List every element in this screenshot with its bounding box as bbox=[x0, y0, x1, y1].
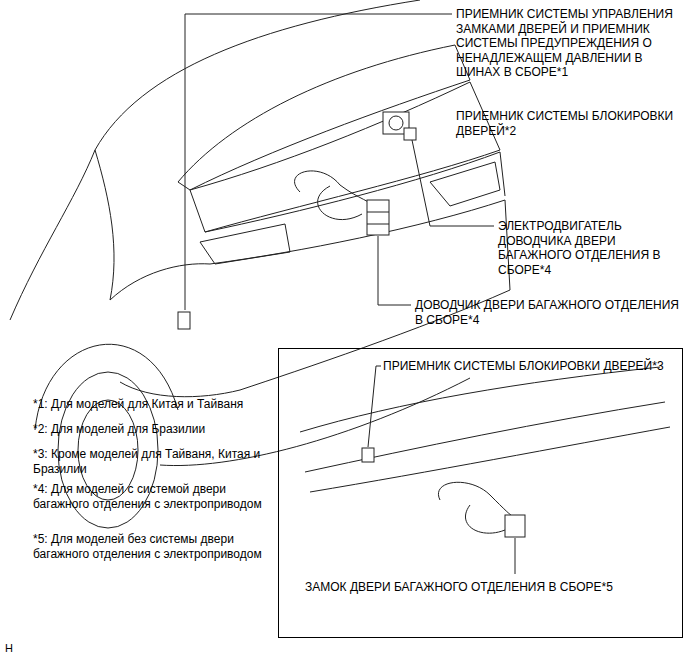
footnote: *4: Для моделей с системой двери багажно… bbox=[33, 482, 273, 511]
receiver-part bbox=[362, 448, 374, 462]
rear-window bbox=[178, 45, 470, 190]
cable bbox=[318, 186, 362, 220]
tail-light bbox=[430, 162, 500, 206]
footnote: *1: Для моделей для Китая и Тайваня bbox=[33, 397, 273, 412]
part-label: ДОВОДЧИК ДВЕРИ БАГАЖНОГО ОТДЕЛЕНИЯ В СБО… bbox=[415, 298, 683, 327]
part-label: ЗАМОК ДВЕРИ БАГАЖНОГО ОТДЕЛЕНИЯ В СБОРЕ*… bbox=[305, 580, 677, 595]
part-label: ПРИЕМНИК СИСТЕМЫ БЛОКИРОВКИ ДВЕРЕЙ*2 bbox=[456, 109, 688, 138]
rear-window bbox=[300, 367, 660, 432]
trunk-lid bbox=[190, 82, 500, 232]
lock-part bbox=[505, 515, 525, 537]
figure-code: H bbox=[5, 641, 35, 656]
trunk-face bbox=[205, 152, 505, 232]
c-pillar bbox=[95, 150, 114, 300]
part-label: ЭЛЕКТРОДВИГАТЕЛЬ ДОВОДЧИКА ДВЕРИ БАГАЖНО… bbox=[498, 219, 686, 277]
part-label: ПРИЕМНИК СИСТЕМЫ БЛОКИРОВКИ ДВЕРЕЙ*3 bbox=[383, 359, 675, 374]
cable bbox=[438, 482, 515, 518]
leader-line bbox=[185, 14, 452, 310]
wheel-arch bbox=[35, 344, 178, 430]
trunk-face bbox=[310, 427, 670, 492]
leader-line bbox=[515, 538, 516, 574]
footnote: *2: Для моделей для Бразилии bbox=[33, 422, 273, 437]
leader-line bbox=[378, 236, 411, 305]
part-label: ПРИЕМНИК СИСТЕМЫ УПРАВЛЕНИЯ ЗАМКАМИ ДВЕР… bbox=[456, 7, 688, 80]
cable bbox=[465, 505, 505, 533]
inset-frame: ПРИЕМНИК СИСТЕМЫ БЛОКИРОВКИ ДВЕРЕЙ*3ЗАМО… bbox=[278, 348, 683, 638]
receiver-part bbox=[178, 312, 190, 329]
body-side bbox=[10, 150, 95, 320]
closer-motor-part bbox=[383, 112, 416, 140]
cable bbox=[295, 171, 378, 210]
leader-line bbox=[412, 140, 494, 226]
footnote: *5: Для моделей без системы двери багажн… bbox=[33, 532, 273, 561]
leader-line bbox=[368, 366, 381, 447]
tail-light bbox=[200, 224, 290, 264]
footnote: *3: Кроме моделей для Тайваня, Китая и Б… bbox=[33, 447, 273, 476]
closer-part bbox=[367, 200, 389, 235]
roof-line bbox=[95, 0, 420, 150]
